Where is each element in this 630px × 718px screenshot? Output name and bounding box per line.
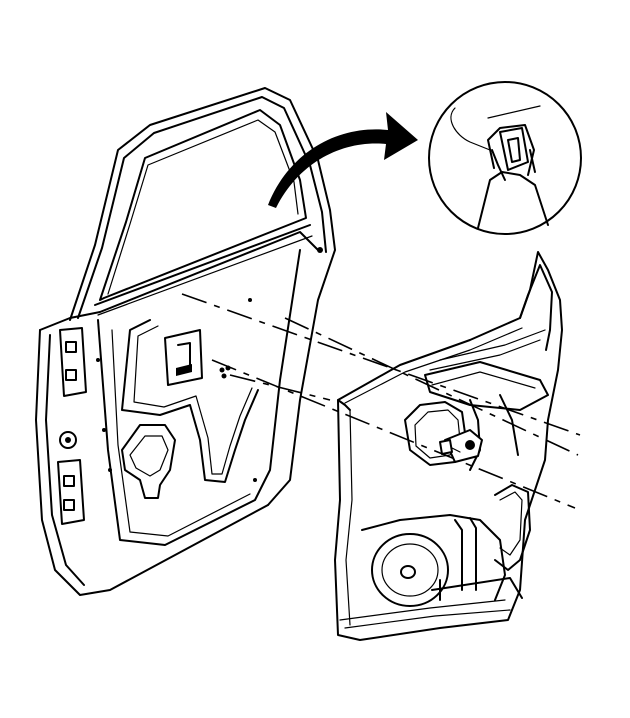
retainer-clip-icon — [439, 439, 453, 455]
alignment-lines — [181, 293, 581, 509]
door-trim-panel — [334, 251, 563, 641]
detail-inset — [428, 81, 582, 235]
door-frame — [35, 87, 336, 596]
curved-arrow-icon — [268, 112, 418, 208]
